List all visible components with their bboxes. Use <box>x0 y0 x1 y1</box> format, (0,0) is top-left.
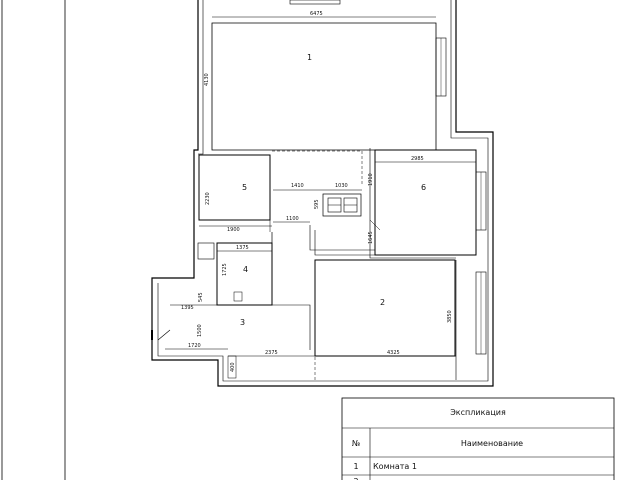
table-row-name: Комната 1 <box>373 462 417 471</box>
dim-label: 6475 <box>310 11 323 17</box>
dim-label: 595 <box>314 199 320 209</box>
room-6-outline <box>374 149 477 256</box>
dim-label: 1645 <box>368 231 374 244</box>
dim-label: 1030 <box>335 183 348 189</box>
explication-table: Экспликация № Наименование 1 Комната 1 2 <box>341 397 615 484</box>
dim-label: 3850 <box>447 310 453 323</box>
outer-wall-inner-1 <box>198 0 204 155</box>
outer-wall <box>151 0 494 387</box>
column-header-name: Наименование <box>461 439 523 448</box>
dim-label: 1910 <box>368 173 374 186</box>
column-header-number: № <box>352 439 361 448</box>
dim-label: 2230 <box>205 192 211 205</box>
dim-label: 1375 <box>236 245 249 251</box>
closet-block <box>322 193 362 217</box>
room-5-outline <box>198 154 271 221</box>
dim-label: 2985 <box>411 156 424 162</box>
window-top <box>289 0 341 5</box>
room-label-2: 2 <box>380 298 385 307</box>
dim-label: 1500 <box>197 324 203 337</box>
dim-label: 545 <box>198 292 204 302</box>
dim-label: 4130 <box>204 73 210 86</box>
dim-label: 1395 <box>181 305 194 311</box>
dim-label: 400 <box>230 362 236 372</box>
dim-label: 1100 <box>286 216 299 222</box>
dim-label: 2375 <box>265 350 278 356</box>
dim-label: 1720 <box>188 343 201 349</box>
dim-label: 1725 <box>222 263 228 276</box>
dim-label: 4325 <box>387 350 400 356</box>
table-row-number: 1 <box>353 462 358 471</box>
room-2-outline <box>314 259 456 357</box>
room-label-5: 5 <box>242 183 247 192</box>
room-label-6: 6 <box>421 183 426 192</box>
room-label-1: 1 <box>307 53 312 62</box>
toilet-fixture <box>233 291 243 302</box>
outer-wall-inner-2 <box>157 0 489 382</box>
dim-label: 1900 <box>227 227 240 233</box>
room-1-outline <box>211 22 437 151</box>
room-label-4: 4 <box>243 265 248 274</box>
dim-label: 1410 <box>291 183 304 189</box>
explication-title: Экспликация <box>450 408 506 417</box>
room-label-3: 3 <box>240 318 245 327</box>
